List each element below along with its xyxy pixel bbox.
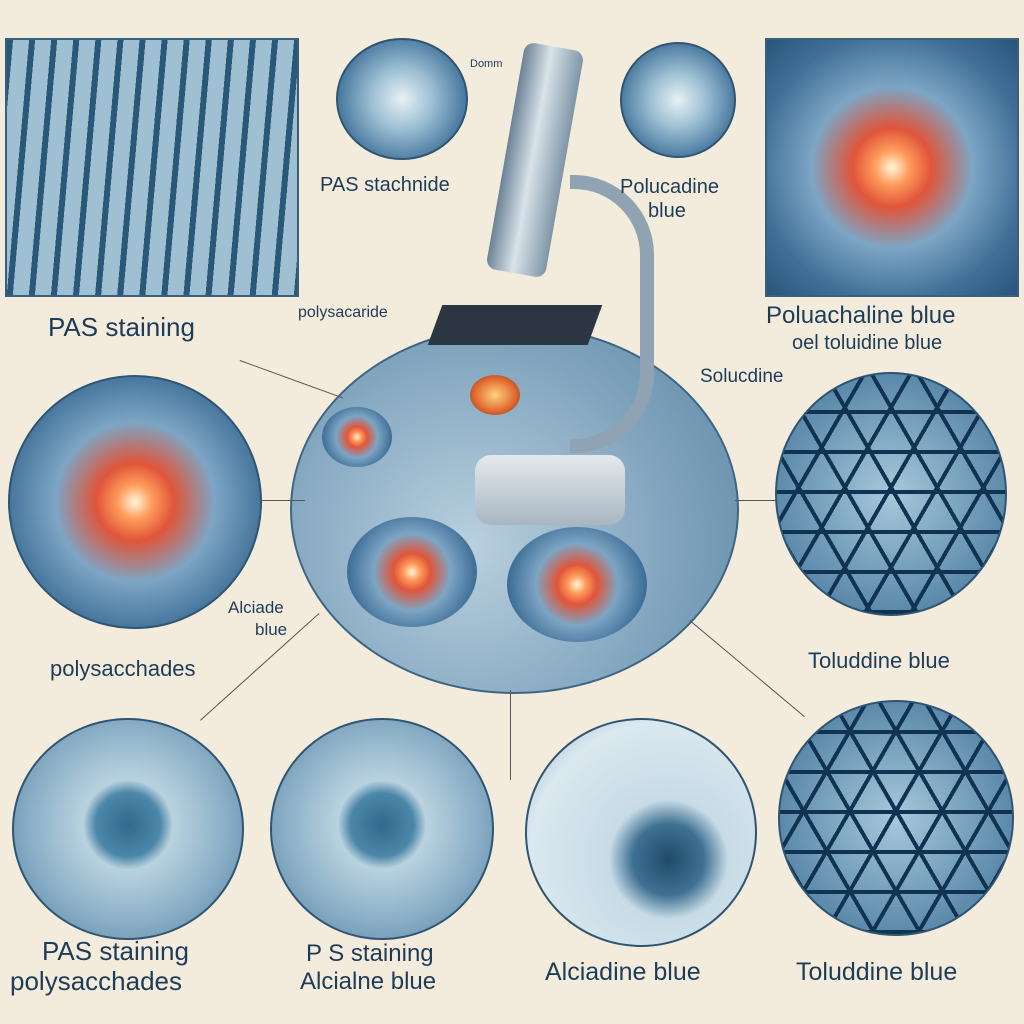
micrograph-circle-right <box>775 372 1007 616</box>
connector-line <box>735 500 780 501</box>
label-polucadine: Polucadine <box>620 176 719 198</box>
label-alciade: Alciade <box>228 598 284 617</box>
microscope-base <box>475 455 625 525</box>
micrograph-circle-bottom-2 <box>270 718 494 940</box>
label-bottom-3: Alciadine blue <box>545 958 701 986</box>
label-bottom-4: Toluddine blue <box>796 958 958 986</box>
label-pas-stachnide: PAS stachnide <box>320 174 450 196</box>
connector-line <box>239 360 344 399</box>
tissue-image-top-left <box>5 38 299 297</box>
label-polysacaride: polysacaride <box>298 304 388 321</box>
cell-red-top <box>322 407 392 467</box>
label-alciade-blue: blue <box>255 620 288 639</box>
label-oel-toluidine: oel toluidine blue <box>792 332 943 354</box>
label-poluachaline: Poluachaline blue <box>766 302 956 329</box>
micrograph-circle-top-small-2 <box>620 42 736 158</box>
label-bottom-2a: P S staining <box>306 940 434 967</box>
label-bottom-1b: polysacchades <box>10 966 182 996</box>
connector-line <box>510 690 511 780</box>
microscope-stage <box>427 305 603 345</box>
connector-line <box>255 500 305 501</box>
connector-line <box>689 620 805 718</box>
label-bottom-1a: PAS staining <box>42 936 189 966</box>
micrograph-circle-left <box>8 375 262 629</box>
micrograph-circle-top-small-1 <box>336 38 468 160</box>
label-polucadine-blue: blue <box>648 200 686 222</box>
cell-red-right <box>507 527 647 642</box>
micrograph-circle-bottom-1 <box>12 718 244 940</box>
label-polysacchades-mid: polysacchades <box>50 656 196 681</box>
label-bottom-2b: Alcialne blue <box>300 968 437 995</box>
microscope-light <box>470 375 520 415</box>
label-toluddine-right: Toluddine blue <box>808 648 950 673</box>
label-pas-staining-left: PAS staining <box>48 312 195 342</box>
microscope-illustration <box>420 35 654 535</box>
label-solucdine: Solucdine <box>700 366 784 387</box>
label-top-small: Domm <box>470 58 503 70</box>
micrograph-circle-bottom-3 <box>525 718 757 947</box>
micrograph-circle-bottom-4 <box>778 700 1014 936</box>
tissue-image-top-right <box>765 38 1019 297</box>
